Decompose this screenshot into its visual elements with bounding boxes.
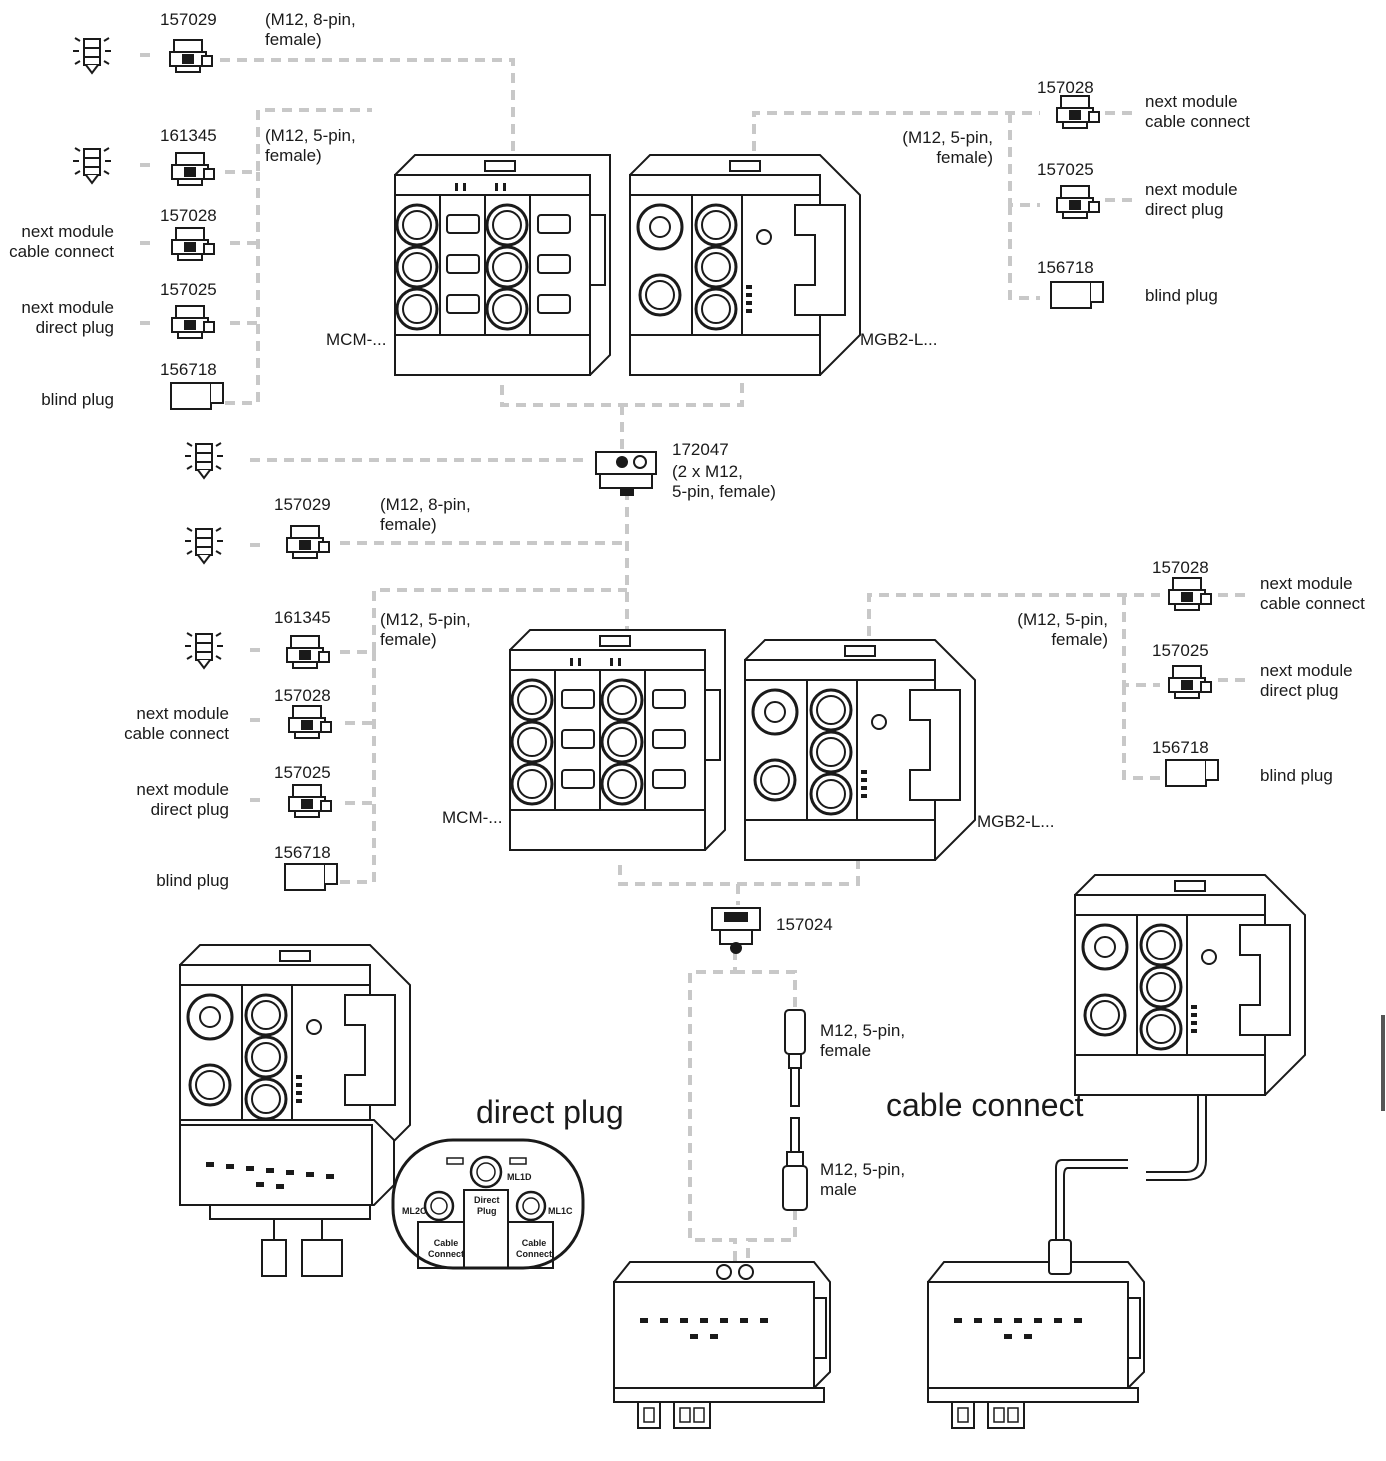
m12-cable-icon	[782, 1009, 808, 1211]
mcm-module-lower	[510, 630, 725, 850]
connection-cable-icon	[1048, 1095, 1207, 1275]
blind-plug-icon	[284, 863, 338, 891]
part-number-157028: 157028	[274, 686, 331, 705]
module-label-mcm: MCM-...	[326, 330, 387, 349]
part-description: next module direct plug	[136, 780, 229, 819]
part-description: next module direct plug	[1260, 661, 1353, 700]
part-description: next module direct plug	[21, 298, 114, 337]
connector-157025-icon	[288, 784, 332, 818]
port-label-cable-connect: Cable Connect	[428, 1238, 464, 1259]
connector-spec: (M12, 5-pin, female)	[1017, 610, 1108, 649]
part-description: blind plug	[1260, 766, 1333, 785]
signal-lamp-icon	[184, 442, 224, 479]
part-description: next module cable connect	[9, 222, 114, 261]
connector-spec: (M12, 8-pin, female)	[265, 10, 356, 49]
part-description: blind plug	[41, 390, 114, 409]
port-label-ml1c: ML1C	[548, 1206, 573, 1216]
part-number-157025: 157025	[1037, 160, 1094, 179]
part-number-156718: 156718	[1037, 258, 1094, 277]
mgb2-module-upper	[630, 155, 860, 375]
m12-male-label: M12, 5-pin, male	[820, 1160, 906, 1199]
part-number-157028: 157028	[1152, 558, 1209, 577]
assembled-module-left	[180, 945, 410, 1277]
page-marker	[1381, 1015, 1385, 1111]
part-number-157025: 157025	[160, 280, 217, 299]
connector-spec: (M12, 5-pin, female)	[902, 128, 993, 167]
connector-157025-icon	[1056, 185, 1100, 219]
bus-module-direct-plug	[613, 1261, 831, 1429]
connector-157028-icon	[171, 227, 215, 261]
part-number-161345: 161345	[160, 126, 217, 145]
connector-spec: (M12, 5-pin, female)	[380, 610, 471, 649]
port-label-ml1d: ML1D	[507, 1172, 532, 1182]
connector-161345-icon	[171, 152, 215, 186]
part-description: blind plug	[1145, 286, 1218, 305]
signal-lamp-icon	[184, 632, 224, 669]
part-number-157029: 157029	[160, 10, 217, 29]
heading-direct-plug: direct plug	[476, 1094, 624, 1130]
mgb2-module-lower	[745, 640, 975, 860]
connector-157029-icon	[169, 39, 213, 73]
blind-plug-icon	[170, 382, 224, 410]
part-number-157024: 157024	[776, 915, 833, 934]
connector-157028-icon	[288, 705, 332, 739]
part-number-157025: 157025	[1152, 641, 1209, 660]
connector-157025-icon	[171, 305, 215, 339]
connector-157029-icon	[286, 525, 330, 559]
connector-157028-icon	[1168, 577, 1212, 611]
part-description: blind plug	[156, 871, 229, 890]
module-label-mgb2: MGB2-L...	[860, 330, 938, 349]
bus-connectors-direct	[716, 1264, 754, 1280]
mgb2-module-cable-connect	[1075, 875, 1305, 1095]
part-description: next module cable connect	[1145, 92, 1250, 131]
bus-module-cable-connect	[927, 1261, 1145, 1429]
connector-157028-icon	[1056, 95, 1100, 129]
part-number-157029: 157029	[274, 495, 331, 514]
port-label-cable-connect: Cable Connect	[516, 1238, 552, 1259]
part-description: next module cable connect	[124, 704, 229, 743]
part-number-156718: 156718	[1152, 738, 1209, 757]
connector-161345-icon	[286, 635, 330, 669]
heading-cable-connect: cable connect	[886, 1087, 1084, 1123]
part-number-156718: 156718	[160, 360, 217, 379]
connector-spec: (M12, 8-pin, female)	[380, 495, 471, 534]
module-label-mgb2: MGB2-L...	[977, 812, 1055, 831]
blind-plug-icon	[1165, 759, 1219, 787]
adapter-157024-icon	[711, 907, 761, 954]
mcm-module-upper	[395, 155, 610, 375]
blind-plug-icon	[1050, 281, 1104, 309]
splitter-spec: (2 x M12, 5-pin, female)	[672, 462, 776, 501]
part-number-161345: 161345	[274, 608, 331, 627]
part-number-172047: 172047	[672, 440, 729, 459]
part-description: next module direct plug	[1145, 180, 1238, 219]
part-number-157025: 157025	[274, 763, 331, 782]
part-number-157028: 157028	[1037, 78, 1094, 97]
port-label-direct-plug: Direct Plug	[474, 1195, 500, 1216]
module-label-mcm: MCM-...	[442, 808, 503, 827]
part-number-156718: 156718	[274, 843, 331, 862]
port-label-ml2c: ML2C	[402, 1206, 427, 1216]
signal-lamp-icon	[184, 527, 224, 564]
connector-157025-icon	[1168, 665, 1212, 699]
part-number-157028: 157028	[160, 206, 217, 225]
connector-spec: (M12, 5-pin, female)	[265, 126, 356, 165]
part-description: next module cable connect	[1260, 574, 1365, 613]
signal-lamp-icon	[72, 147, 112, 184]
terminal-detail-panel	[391, 1138, 585, 1270]
m12-female-label: M12, 5-pin, female	[820, 1021, 906, 1060]
signal-lamp-icon	[72, 37, 112, 74]
splitter-172047-icon	[595, 451, 657, 496]
